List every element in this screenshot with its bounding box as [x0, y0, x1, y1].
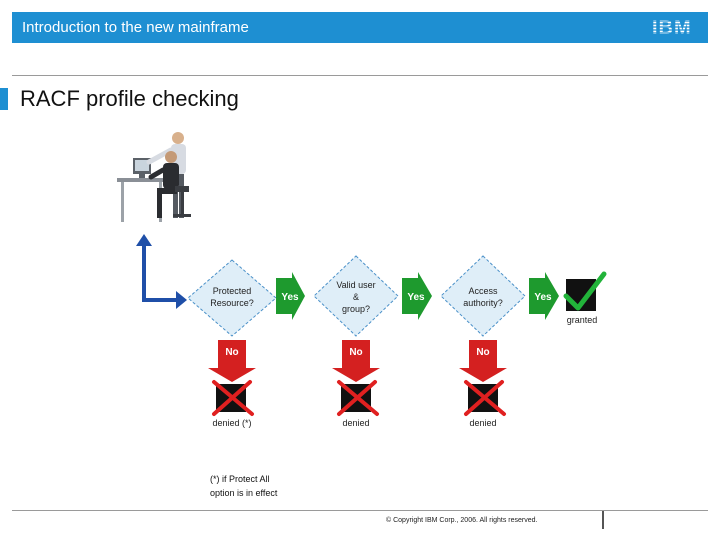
footnote-line-2: option is in effect [210, 488, 278, 498]
yes-arrow-3: Yes [529, 272, 559, 320]
page-title: RACF profile checking [20, 86, 239, 111]
decision-3-line-1: Access [468, 286, 498, 296]
flow-arrow-user-to-decision [142, 244, 178, 302]
decision-1-line-2: Resource? [210, 298, 254, 308]
title-accent-bar [0, 88, 8, 110]
decision-1-line-1: Protected [213, 286, 252, 296]
arrow-head-up-icon [136, 234, 152, 246]
no-branch-3: No denied [459, 340, 507, 428]
footnote-line-1: (*) if Protect All [210, 474, 270, 484]
yes-arrow-1: Yes [276, 272, 305, 320]
decision-2-line-1: Valid user [336, 280, 375, 290]
footer-separator [602, 511, 604, 529]
denied-x-icon-2 [337, 380, 379, 416]
decision-access-authority: Access authority? [440, 255, 526, 337]
arrow-head-right-icon [176, 291, 187, 309]
denied-label-3: denied [469, 418, 496, 428]
ibm-logo: IBM [652, 17, 698, 37]
no-label-3: No [476, 347, 489, 358]
granted-check-icon [563, 271, 607, 311]
denied-label-1: denied (*) [212, 418, 251, 428]
yes-label-1: Yes [281, 292, 299, 303]
denied-label-2: denied [342, 418, 369, 428]
yes-arrow-2: Yes [402, 272, 432, 320]
footnote: (*) if Protect All option is in effect [210, 472, 277, 500]
decision-valid-user-group: Valid user & group? [313, 255, 399, 337]
decision-protected-resource: Protected Resource? [187, 259, 277, 337]
title-divider [12, 75, 708, 76]
no-branch-2: No denied [332, 340, 380, 428]
no-label-1: No [225, 347, 238, 358]
yes-label-2: Yes [407, 292, 425, 303]
denied-x-icon-1 [212, 380, 254, 416]
decision-2-line-3: group? [342, 304, 370, 314]
yes-label-3: Yes [534, 292, 552, 303]
decision-3-line-2: authority? [463, 298, 503, 308]
users-at-computer-illustration [117, 132, 191, 222]
no-label-2: No [349, 347, 362, 358]
no-branch-1: No denied (*) [208, 340, 256, 428]
header-title: Introduction to the new mainframe [22, 19, 249, 36]
copyright-text: © Copyright IBM Corp., 2006. All rights … [386, 517, 538, 524]
footer-divider [12, 510, 708, 511]
granted-label: granted [567, 315, 598, 325]
denied-x-icon-3 [464, 380, 506, 416]
header-bar: Introduction to the new mainframe IBM [12, 12, 708, 43]
decision-2-line-2: & [353, 292, 359, 302]
